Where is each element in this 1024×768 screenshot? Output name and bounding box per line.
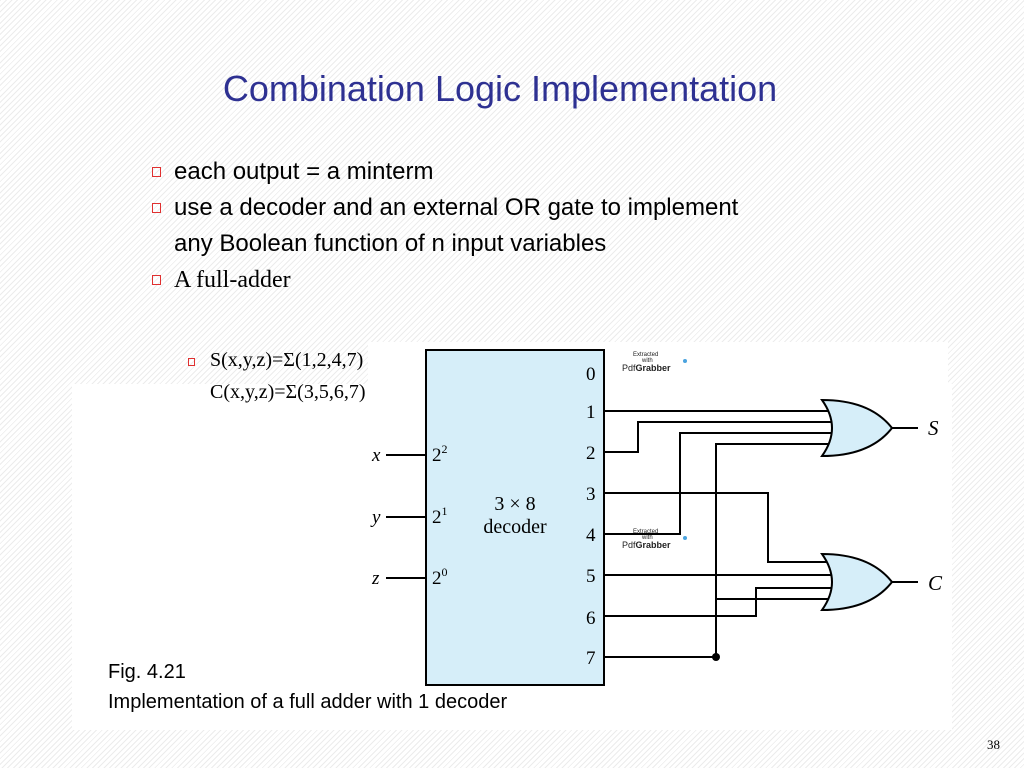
bullet-text: use a decoder and an external OR gate to…: [174, 194, 739, 257]
caption-figure-number: Fig. 4.21: [108, 661, 186, 683]
watermark-line1: Extracted: [633, 529, 658, 535]
watermark-line2: with: [641, 535, 653, 541]
output-label-6: 6: [586, 608, 596, 629]
watermark-top: Extracted with PdfGrabber: [622, 352, 687, 373]
wire-out3-c: [604, 492, 832, 563]
bullet-text: each output = a minterm: [174, 158, 434, 185]
gate-output-label-s: S: [928, 416, 939, 440]
decoder-label-size: 3 × 8: [494, 493, 535, 515]
page-number: 38: [987, 737, 1000, 752]
figure-caption: Fig. 4.21 Implementation of a full adder…: [108, 657, 507, 717]
input-label-x: x: [371, 445, 381, 466]
output-label-5: 5: [586, 566, 596, 587]
sub-bullet: S(x,y,z)=Σ(1,2,4,7) C(x,y,z)=Σ(3,5,6,7): [188, 344, 365, 408]
c-gate-wiring: [604, 492, 834, 617]
output-label-4: 4: [586, 525, 596, 546]
bullet-item: each output = a minterm: [150, 154, 750, 190]
watermark-line1: Extracted: [633, 352, 658, 358]
output-label-0: 0: [586, 364, 596, 385]
wire-out6-c: [604, 587, 834, 617]
s-gate-wiring: [604, 410, 834, 658]
wire-out2-s: [604, 421, 834, 453]
watermark-dot-icon: [683, 359, 687, 363]
watermark-dot-icon: [683, 536, 687, 540]
or-gate-s: [820, 398, 894, 458]
output-label-2: 2: [586, 443, 596, 464]
input-pin-z: 20: [432, 565, 448, 589]
gate-output-label-c: C: [928, 571, 943, 595]
carry-expression: C(x,y,z)=Σ(3,5,6,7): [210, 381, 366, 403]
bullet-item: use a decoder and an external OR gate to…: [150, 190, 750, 262]
bullet-marker-icon: [152, 275, 161, 285]
wire-out4-s: [604, 432, 834, 535]
input-label-z: z: [371, 568, 380, 589]
decoder-box: [425, 349, 605, 686]
output-label-1: 1: [586, 402, 596, 423]
watermark-brand: PdfGrabber: [622, 363, 671, 373]
slide-title: Combination Logic Implementation: [222, 68, 778, 109]
decoder-label-name: decoder: [483, 516, 547, 538]
wire-out7-s: [604, 443, 832, 658]
sum-expression: S(x,y,z)=Σ(1,2,4,7): [210, 349, 364, 371]
bullet-list: each output = a minterm use a decoder an…: [150, 154, 750, 298]
bullet-marker-icon: [152, 203, 161, 213]
input-pin-y: 21: [432, 504, 448, 528]
bullet-text: A full-adder: [174, 267, 291, 293]
input-label-y: y: [370, 507, 381, 528]
input-pin-x: 22: [432, 442, 448, 466]
junction-dot: [712, 653, 720, 661]
watermark-line2: with: [641, 358, 653, 364]
bullet-item: A full-adder: [150, 262, 750, 298]
bullet-marker-icon: [152, 167, 161, 177]
sub-bullet-marker-icon: [188, 358, 195, 366]
caption-description: Implementation of a full adder with 1 de…: [108, 691, 508, 713]
output-label-7: 7: [586, 648, 596, 669]
watermark-brand: PdfGrabber: [622, 540, 671, 550]
watermark-bottom: Extracted with PdfGrabber: [622, 529, 687, 550]
or-gate-c: [820, 552, 894, 612]
output-label-3: 3: [586, 484, 596, 505]
